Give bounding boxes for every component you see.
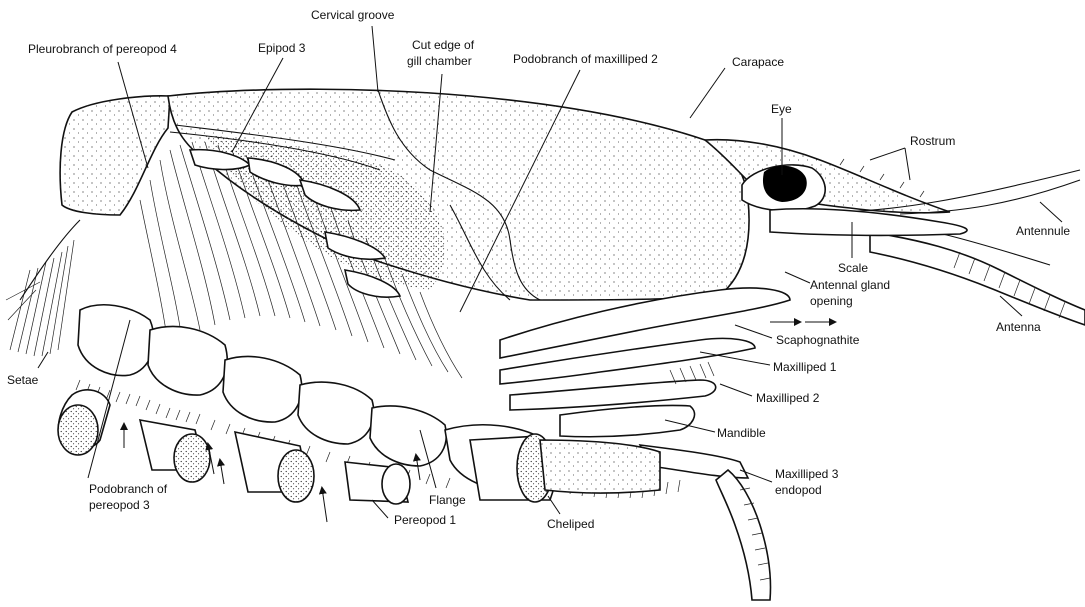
leader-carapace bbox=[690, 68, 725, 118]
label-carapace: Carapace bbox=[732, 55, 784, 69]
leader-maxilliped-1 bbox=[700, 352, 770, 365]
label-maxilliped-3-2: endopod bbox=[775, 483, 822, 497]
label-podobranch-p3-2: pereopod 3 bbox=[89, 498, 150, 512]
leader-cervical-groove bbox=[372, 26, 378, 92]
label-pleurobranch-4: Pleurobranch of pereopod 4 bbox=[28, 42, 177, 56]
leader-cheliped bbox=[548, 496, 560, 514]
label-podobranch-p3-1: Podobranch of bbox=[89, 482, 168, 496]
label-cut-edge-2: gill chamber bbox=[407, 54, 472, 68]
label-antennal-gland-1: Antennal gland bbox=[810, 278, 890, 292]
label-antennule: Antennule bbox=[1016, 224, 1070, 238]
label-maxilliped-2: Maxilliped 2 bbox=[756, 391, 820, 405]
label-mandible: Mandible bbox=[717, 426, 766, 440]
label-cervical-groove: Cervical groove bbox=[311, 8, 395, 22]
label-maxilliped-1: Maxilliped 1 bbox=[773, 360, 837, 374]
label-antenna: Antenna bbox=[996, 320, 1041, 334]
label-setae: Setae bbox=[7, 373, 39, 387]
label-scale: Scale bbox=[838, 261, 868, 275]
leader-antennal-gland bbox=[785, 272, 810, 283]
setae-fringe bbox=[6, 220, 80, 356]
leader-antennule bbox=[1040, 202, 1062, 222]
mouthparts bbox=[500, 288, 790, 437]
label-cheliped: Cheliped bbox=[547, 517, 594, 531]
label-scaphognathite: Scaphognathite bbox=[776, 333, 860, 347]
label-maxilliped-3-1: Maxilliped 3 bbox=[775, 467, 839, 481]
arrow-in-4 bbox=[322, 488, 327, 522]
leader-pereopod-1 bbox=[372, 500, 388, 518]
label-cut-edge-1: Cut edge of bbox=[412, 38, 475, 52]
label-rostrum: Rostrum bbox=[910, 134, 955, 148]
label-flange: Flange bbox=[429, 493, 466, 507]
leader-rostrum-2 bbox=[905, 148, 910, 180]
arrow-in-3 bbox=[220, 460, 224, 484]
label-pereopod-1: Pereopod 1 bbox=[394, 513, 456, 527]
label-epipod-3: Epipod 3 bbox=[258, 41, 306, 55]
leader-rostrum-1 bbox=[870, 148, 905, 160]
label-antennal-gland-2: opening bbox=[810, 294, 853, 308]
leader-scaphognathite bbox=[735, 325, 772, 338]
leader-maxilliped-2 bbox=[720, 384, 752, 396]
antenna bbox=[870, 232, 1085, 325]
abdomen-segment bbox=[60, 96, 170, 215]
leader-setae bbox=[38, 352, 48, 368]
label-podobranch-max2: Podobranch of maxilliped 2 bbox=[513, 52, 658, 66]
label-eye: Eye bbox=[771, 102, 792, 116]
